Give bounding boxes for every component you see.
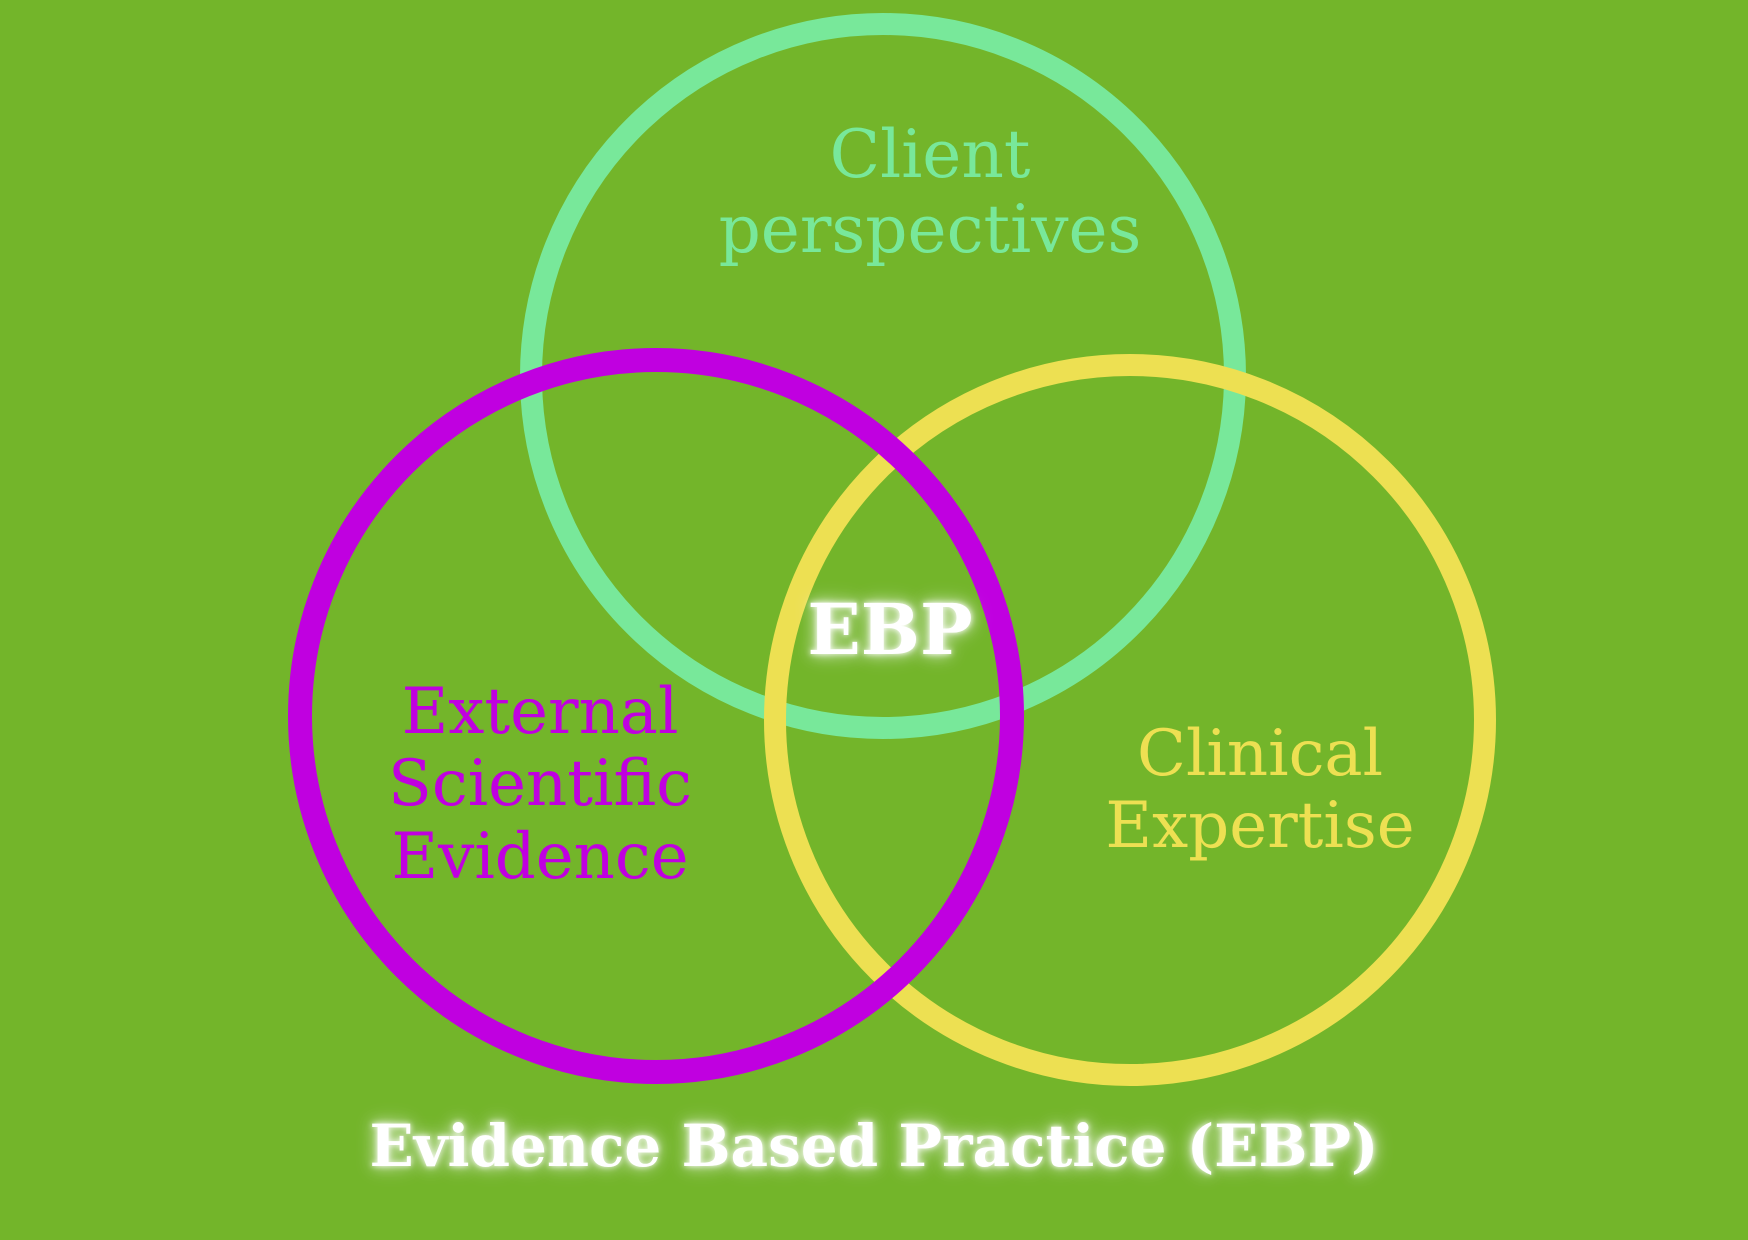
client-label-line-1: Client xyxy=(829,116,1031,193)
clinical-expertise-label: Clinical Expertise xyxy=(1040,718,1480,863)
client-label-line-2: perspectives xyxy=(718,190,1142,268)
clinical-expertise-circle xyxy=(764,354,1496,1086)
client-perspectives-label: Client perspectives xyxy=(660,116,1200,268)
clinical-label-line-2: Expertise xyxy=(1105,789,1415,864)
clinical-label-line-1: Clinical xyxy=(1136,717,1384,791)
external-evidence-label: External Scientific Evidence xyxy=(300,676,780,893)
external-evidence-circle xyxy=(288,348,1024,1084)
external-label-line-1: External xyxy=(401,675,679,749)
external-label-line-3: Evidence xyxy=(391,819,689,894)
external-label-line-2: Scientific xyxy=(388,747,692,822)
ebp-center-label: EBP xyxy=(807,588,973,671)
footer-title: Evidence Based Practice (EBP) xyxy=(369,1112,1379,1180)
